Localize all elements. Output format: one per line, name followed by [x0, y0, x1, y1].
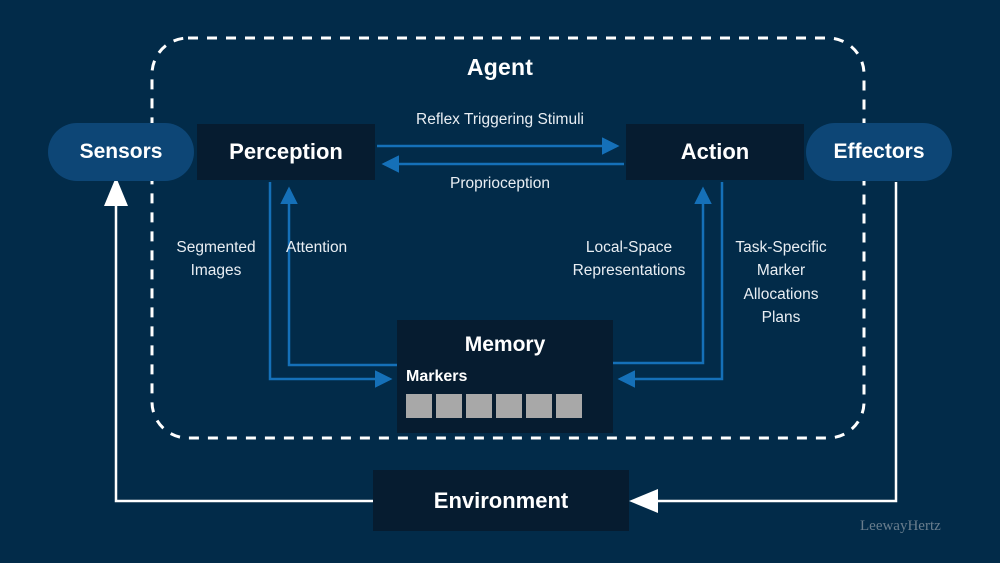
edge-segmented-images	[268, 182, 393, 388]
marker-cell	[466, 394, 492, 418]
marker-cell	[436, 394, 462, 418]
node-sensors[interactable]: Sensors	[48, 123, 194, 181]
marker-cell	[406, 394, 432, 418]
sensors-arrowhead	[104, 177, 128, 206]
agent-boundary	[150, 36, 866, 440]
watermark: LeewayHertz	[860, 518, 941, 534]
edge-attention	[280, 186, 397, 367]
marker-cell	[526, 394, 552, 418]
node-perception[interactable]: Perception	[197, 124, 375, 180]
memory-title: Memory	[464, 333, 546, 356]
node-action[interactable]: Action	[626, 124, 804, 180]
edge-label-task-specific: Task-Specific Marker Allocations Plans	[735, 239, 827, 326]
edge-effectors-to-environment	[648, 182, 898, 503]
node-memory[interactable]: Memory Markers	[397, 320, 613, 433]
markers-label: Markers	[406, 368, 468, 385]
edge-environment-to-sensors	[114, 196, 373, 503]
edge-label-local-space: Local-Space Representations	[572, 239, 686, 280]
marker-cell	[496, 394, 522, 418]
environment-arrowhead	[629, 489, 658, 513]
agent-title: Agent	[466, 54, 534, 80]
edge-label-segmented-images: Segmented Images	[176, 239, 256, 280]
edge-label-attention: Attention	[286, 239, 348, 256]
markers-row	[397, 386, 613, 418]
edge-label-proprioception: Proprioception	[450, 175, 550, 192]
edge-local-space	[613, 186, 712, 365]
node-effectors[interactable]: Effectors	[806, 123, 952, 181]
edge-task-specific	[617, 182, 724, 388]
node-environment[interactable]: Environment	[373, 470, 629, 531]
marker-cell	[556, 394, 582, 418]
edge-label-reflex-stimuli: Reflex Triggering Stimuli	[416, 111, 584, 128]
